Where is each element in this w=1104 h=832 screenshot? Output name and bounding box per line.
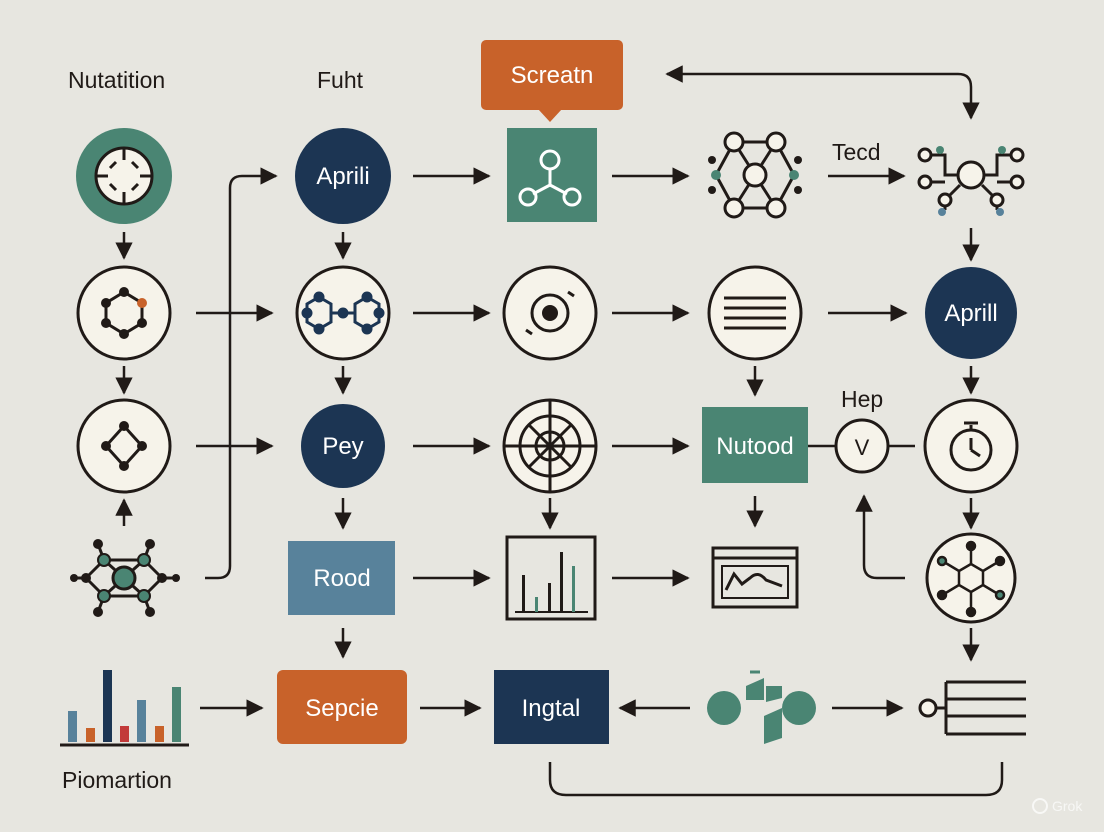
stopwatch-icon — [949, 421, 993, 472]
hub-icon — [917, 146, 1025, 216]
network-icon — [708, 131, 802, 219]
list-node — [707, 265, 803, 361]
ingtal-node: Ingtal — [494, 670, 609, 744]
aprill-node: Aprill — [925, 267, 1017, 359]
pey-node: Pey — [301, 404, 385, 488]
v-node: V — [834, 418, 890, 474]
connectors — [115, 65, 1004, 797]
screatn-callout: Screatn — [481, 40, 623, 122]
waveform-window-icon — [711, 546, 799, 609]
label-fuht: Fuht — [317, 67, 364, 93]
arrow-loop-up-to-v — [855, 494, 905, 580]
watermark-logo-icon — [1032, 798, 1048, 814]
hexagon-node — [76, 265, 172, 361]
molecule-cluster-icon — [70, 539, 180, 617]
arrow-molecule-to-aprili — [205, 167, 278, 580]
aprili-label: Aprili — [316, 163, 369, 190]
nutood-node: Nutood — [702, 407, 808, 483]
chain-node — [295, 265, 391, 361]
watermark-text: Grok — [1052, 798, 1083, 814]
label-piomartion: Piomartion — [62, 767, 172, 793]
share-node — [507, 128, 597, 222]
disc-icon — [525, 290, 575, 336]
square-molecule-icon — [101, 421, 147, 471]
share-icon — [518, 149, 582, 207]
circuit-node — [925, 532, 1017, 624]
rood-node: Rood — [288, 541, 395, 615]
chain-molecule-icon — [301, 291, 385, 335]
bar-chart-icon — [60, 670, 189, 747]
label-tecd: Tecd — [832, 139, 881, 165]
square-molecule-node — [76, 398, 172, 494]
circuit-icon — [936, 540, 1006, 618]
v-label: V — [855, 435, 870, 460]
ingtal-label: Ingtal — [522, 695, 581, 722]
sepcie-label: Sepcie — [305, 695, 378, 722]
label-nutatition: Nutatition — [68, 67, 165, 93]
wheel-node — [502, 398, 598, 494]
sepcie-node: Sepcie — [277, 670, 407, 744]
hexagon-molecule-icon — [101, 287, 147, 339]
aprill-label: Aprill — [944, 300, 997, 327]
bottom-bracket — [548, 762, 1004, 797]
pey-label: Pey — [322, 433, 363, 460]
watermark: Grok — [1032, 798, 1083, 814]
timer-node — [923, 398, 1019, 494]
bar-chart-frame-icon — [505, 535, 597, 621]
lines-icon — [724, 296, 786, 330]
disc-node — [502, 265, 598, 361]
screatn-label: Screatn — [511, 62, 594, 89]
target-node — [76, 128, 172, 224]
aprili-node: Aprili — [295, 128, 391, 224]
nutood-label: Nutood — [716, 433, 793, 460]
list-end-icon — [918, 680, 1026, 736]
rood-label: Rood — [313, 565, 370, 592]
crosshair-wheel-icon — [504, 400, 596, 492]
teal-flow-icon — [707, 670, 816, 744]
label-hep: Hep — [841, 386, 883, 412]
arrow-top-loop — [665, 65, 980, 120]
